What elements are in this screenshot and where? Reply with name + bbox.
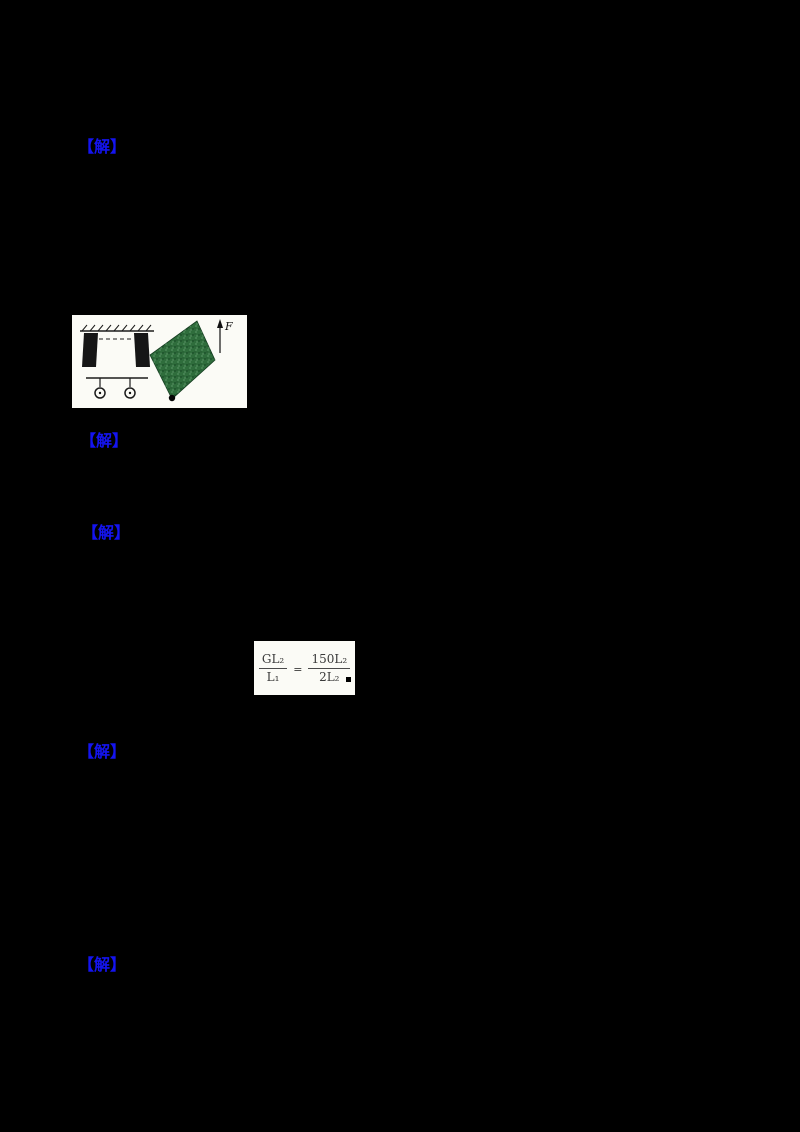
- fraction-right-numerator: 150L₂: [308, 652, 351, 669]
- fraction-right-denominator: 2L₂: [319, 669, 340, 684]
- green-block: [149, 320, 216, 402]
- force-label: F: [224, 320, 233, 333]
- cart-and-block-drawing: F: [80, 319, 233, 402]
- fraction-left-numerator: GL₂: [258, 652, 288, 669]
- solution-marker-1: 【解】: [78, 137, 127, 156]
- solution-marker-4: 【解】: [78, 742, 127, 761]
- wheel-right: [124, 387, 136, 399]
- physics-figure-image[interactable]: F: [72, 315, 247, 408]
- force-arrow: F: [217, 319, 233, 353]
- fraction-right: 150L₂ 2L₂: [308, 652, 351, 684]
- fraction-left: GL₂ L₁: [258, 652, 288, 684]
- solution-marker-2: 【解】: [80, 431, 129, 450]
- cart-right-post: [134, 333, 150, 367]
- arrowhead: [217, 319, 223, 328]
- solution-marker-3: 【解】: [82, 523, 131, 542]
- cart-drawing: [80, 324, 154, 399]
- cart-left-post: [82, 333, 98, 367]
- wheel-left: [94, 387, 106, 399]
- equals-sign: =: [293, 662, 303, 676]
- equation-image[interactable]: GL₂ L₁ = 150L₂ 2L₂: [254, 641, 355, 695]
- formula-dot: [346, 677, 351, 682]
- fraction-left-denominator: L₁: [266, 669, 280, 684]
- solution-marker-5: 【解】: [78, 955, 127, 974]
- pivot-dot: [168, 394, 176, 402]
